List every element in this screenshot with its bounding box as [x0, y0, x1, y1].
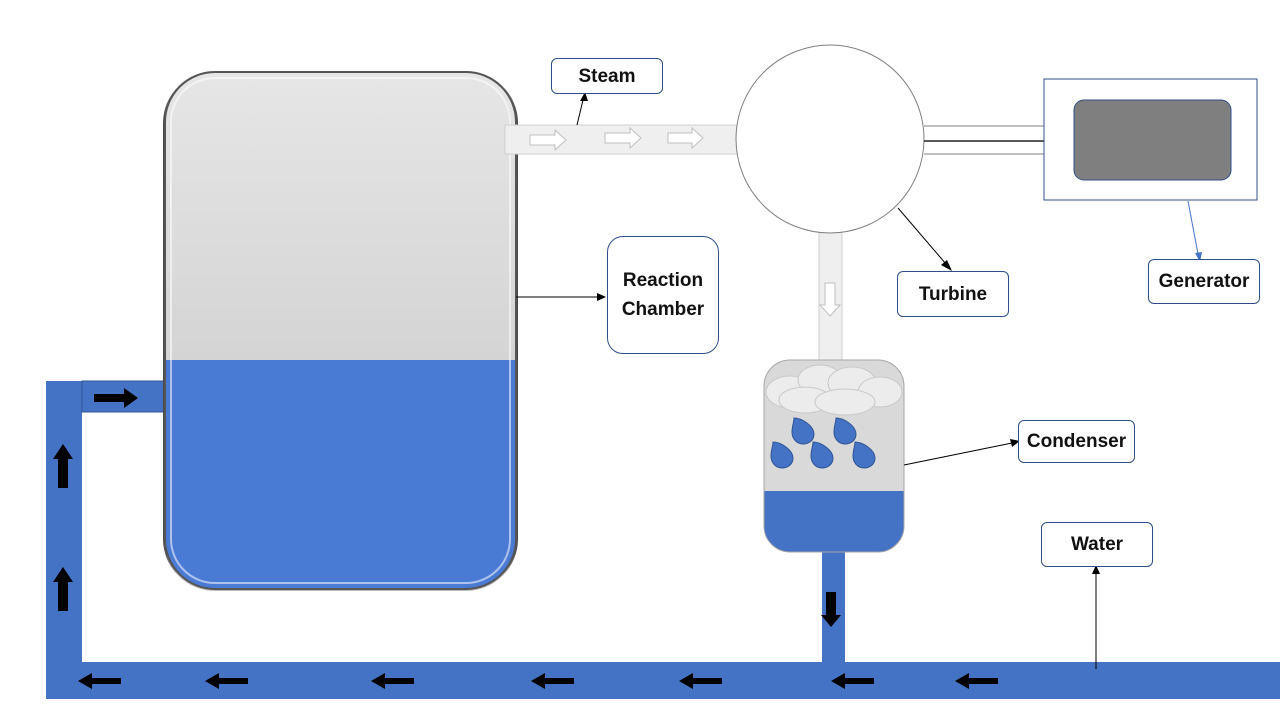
label-reaction-chamber: Reaction Chamber — [607, 236, 719, 354]
leader-lines — [516, 92, 1100, 669]
flow-arrows — [53, 388, 998, 689]
cloud-icon — [765, 364, 903, 416]
label-generator: Generator — [1148, 259, 1260, 304]
condenser-tank — [763, 359, 905, 553]
generator-leader-line — [1187, 200, 1202, 262]
reaction-chamber-tank — [163, 71, 518, 591]
label-condenser: Condenser — [1018, 420, 1135, 463]
label-water: Water — [1041, 522, 1153, 567]
label-steam: Steam — [551, 58, 663, 94]
generator-housing — [1043, 78, 1258, 201]
turbine-to-condenser-pipe — [818, 231, 843, 363]
turbine-wheel — [735, 44, 925, 234]
return-water-pipe — [46, 380, 1280, 699]
arrow-icon — [53, 388, 998, 689]
hollow-arrow-icon — [529, 126, 704, 152]
label-turbine: Turbine — [897, 271, 1009, 317]
steam-pipe — [504, 124, 738, 155]
hollow-arrow-icon — [818, 282, 842, 317]
water-drop-icon — [770, 417, 876, 469]
